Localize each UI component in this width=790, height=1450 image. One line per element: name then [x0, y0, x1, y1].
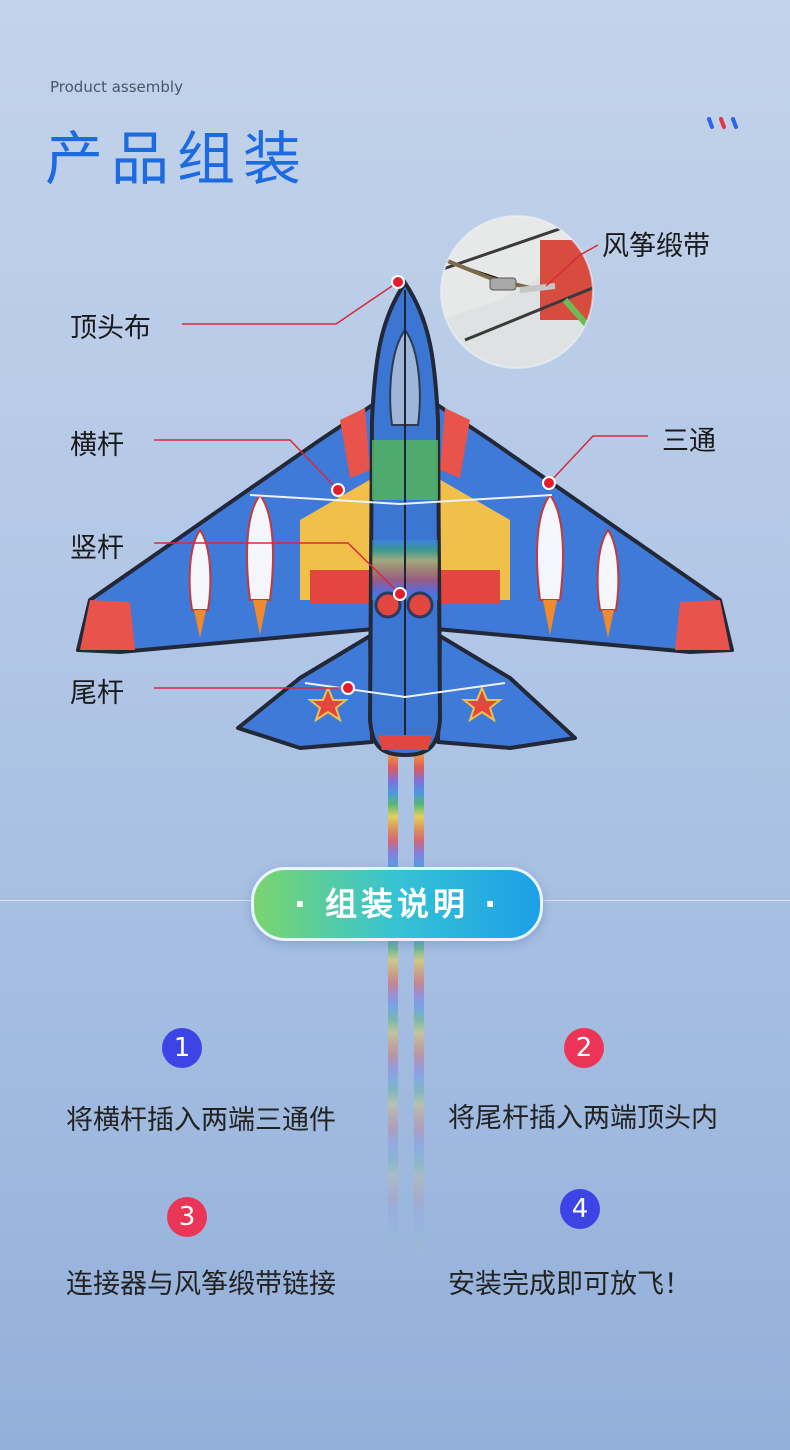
decor-dots-icon: [707, 117, 738, 129]
step-4-text: 安装完成即可放飞！: [448, 1269, 691, 1300]
step-3-text: 连接器与风筝缎带链接: [66, 1269, 336, 1300]
step-2-number: 2: [564, 1028, 604, 1068]
ribbon-connector-inset: [441, 216, 593, 368]
page-title: 产品组装: [45, 125, 310, 193]
step-1-text: 将横杆插入两端三通件: [66, 1105, 336, 1136]
callout-leaders: [154, 244, 648, 689]
label-kite-ribbon: 风筝缎带: [602, 231, 710, 262]
assembly-instructions-badge: · 组装说明 ·: [251, 867, 543, 941]
callout-dots: [331, 275, 556, 695]
step-1-number: 1: [162, 1028, 202, 1068]
section-eyebrow: Product assembly: [50, 78, 183, 96]
label-cross-rod: 横杆: [70, 430, 124, 461]
step-4-number: 4: [560, 1189, 600, 1229]
kite-tails: [388, 740, 424, 1260]
label-tail-rod: 尾杆: [70, 678, 124, 709]
rocket-icon: [188, 493, 620, 638]
label-tee-joint: 三通: [662, 426, 716, 457]
step-3-number: 3: [167, 1197, 207, 1237]
step-2-text: 将尾杆插入两端顶头内: [448, 1103, 718, 1134]
label-vertical-rod: 竖杆: [70, 533, 124, 564]
label-top-cloth: 顶头布: [70, 313, 151, 344]
